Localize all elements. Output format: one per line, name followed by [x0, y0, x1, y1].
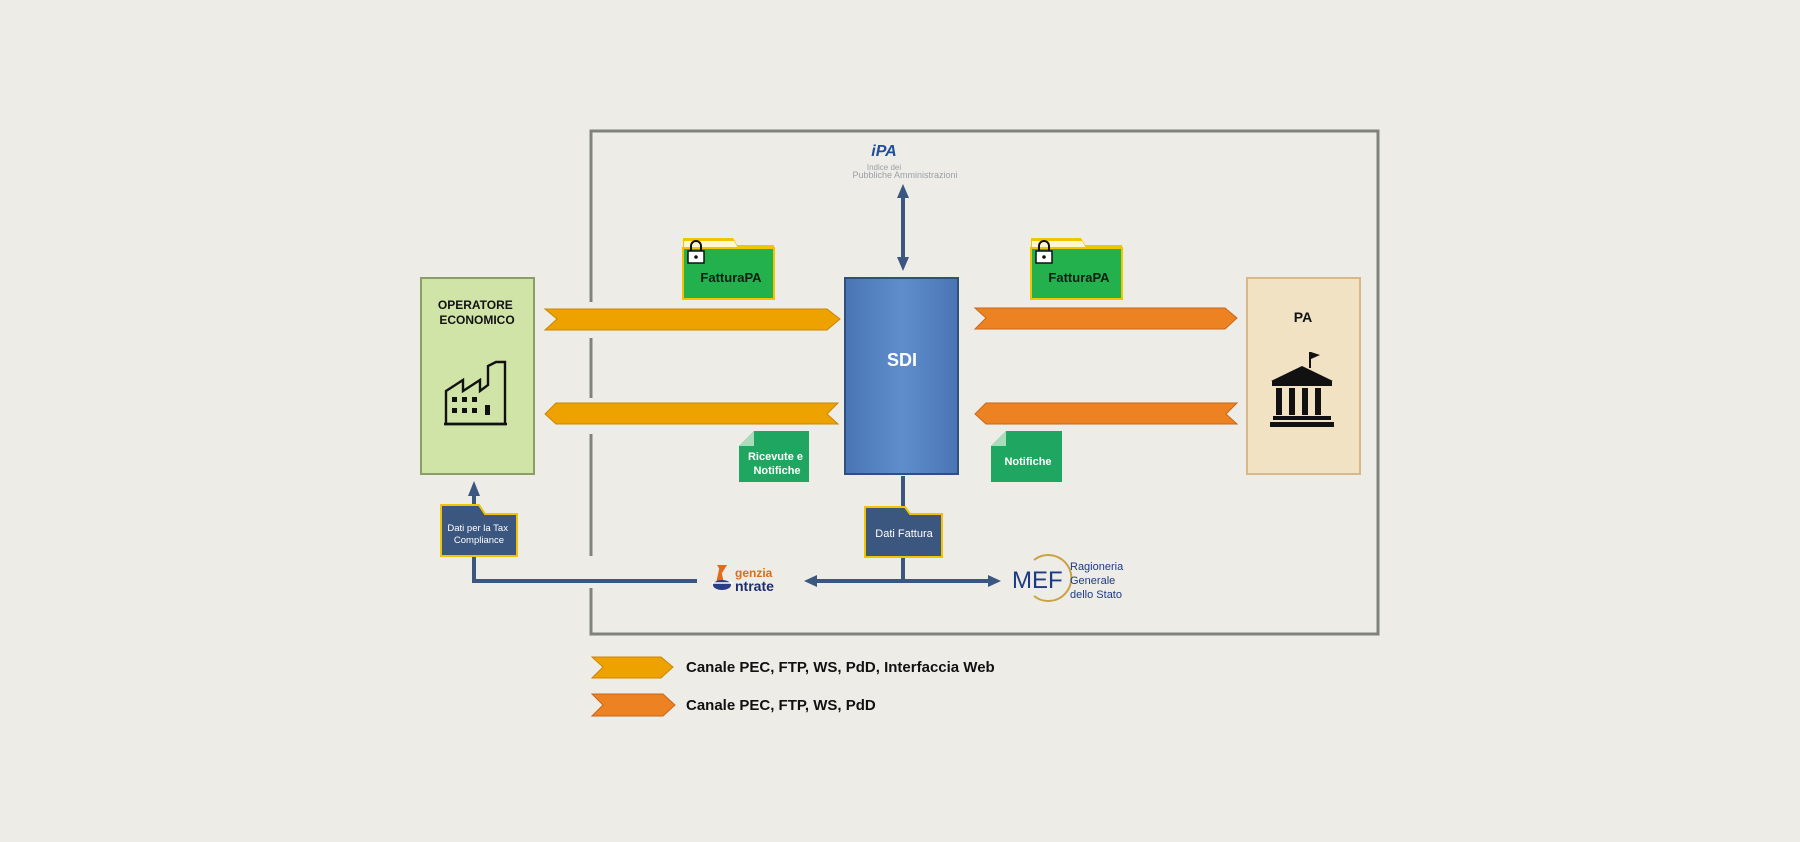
lock-icon — [1035, 240, 1053, 264]
ipa-logo-subtitle-1: Indice dei — [867, 163, 901, 172]
factory-icon — [444, 360, 507, 426]
mef-logo-text-line3: dello Stato — [1070, 589, 1122, 601]
dati-tax-label: Dati per la Tax Compliance — [447, 523, 510, 546]
dati-fattura-document: Dati Fattura — [864, 506, 943, 558]
agenzia-logo-line2: ntrate — [735, 578, 774, 594]
ipa-logo: iPA Indice dei Pubbliche Amministrazioni — [852, 143, 957, 180]
lock-icon — [687, 240, 705, 264]
ribbon-oe-to-sdi — [543, 308, 841, 331]
fatturapa-left-label: FatturaPA — [700, 270, 762, 285]
ipa-logo-subtitle-2: Pubbliche Amministrazioni — [852, 170, 957, 180]
ipa-sdi-connector — [897, 184, 909, 271]
pa-label: PA — [1294, 309, 1312, 325]
ricevute-label-line1: Ricevute e — [748, 451, 803, 463]
mef-logo-text-line2: Generale — [1070, 575, 1115, 587]
fatturapa-folder-left: FatturaPA — [682, 238, 775, 300]
ricevute-label: Ricevute e Notifiche — [748, 451, 806, 477]
agenzia-logo-line1: genzia — [735, 566, 773, 580]
mef-logo-text-line1: Ragioneria — [1070, 561, 1124, 573]
notifiche-document: Notifiche — [991, 431, 1062, 482]
ribbon-sdi-to-oe — [544, 402, 840, 425]
mef-logo-mark: MEF — [1012, 567, 1063, 594]
ricevute-label-line2: Notifiche — [753, 465, 800, 477]
ricevute-notifiche-document: Ricevute e Notifiche — [739, 431, 809, 482]
dati-fattura-label: Dati Fattura — [875, 528, 933, 540]
ipa-logo-mark: iPA — [871, 143, 896, 160]
notifiche-label: Notifiche — [1004, 456, 1051, 468]
dati-tax-label-line2: Compliance — [454, 535, 504, 546]
legend: Canale PEC, FTP, WS, PdD, Interfaccia We… — [590, 656, 995, 717]
government-building-icon — [1270, 352, 1334, 427]
legend-label-pec: Canale PEC, FTP, WS, PdD — [686, 697, 876, 714]
fatturapa-folder-right: FatturaPA — [1030, 238, 1123, 300]
dati-tax-compliance-document: Dati per la Tax Compliance — [440, 504, 518, 557]
fatturapa-right-label: FatturaPA — [1048, 270, 1110, 285]
mef-logo: MEF Ragioneria Generale dello Stato — [1012, 554, 1126, 602]
legend-swatch-web — [590, 656, 674, 679]
ribbon-pa-to-sdi — [974, 402, 1239, 425]
ribbon-sdi-to-pa — [973, 307, 1238, 330]
sdi-boundary-frame — [589, 129, 1380, 636]
operatore-label: OPERATORE ECONOMICO — [438, 298, 516, 327]
sdi-node: SDI — [844, 277, 959, 475]
legend-swatch-pec — [590, 693, 676, 717]
operatore-economico-box: OPERATORE ECONOMICO — [420, 277, 535, 475]
dati-tax-label-line1: Dati per la Tax — [447, 523, 508, 534]
legend-label-web: Canale PEC, FTP, WS, PdD, Interfaccia We… — [686, 659, 995, 676]
mef-logo-text: Ragioneria Generale dello Stato — [1070, 561, 1126, 601]
operatore-label-line2: ECONOMICO — [439, 313, 514, 327]
pa-node: PA — [1246, 277, 1361, 475]
operatore-label-line1: OPERATORE — [438, 298, 513, 312]
agenzia-entrate-logo: genzia ntrate — [712, 565, 774, 594]
sdi-label: SDI — [887, 350, 917, 370]
